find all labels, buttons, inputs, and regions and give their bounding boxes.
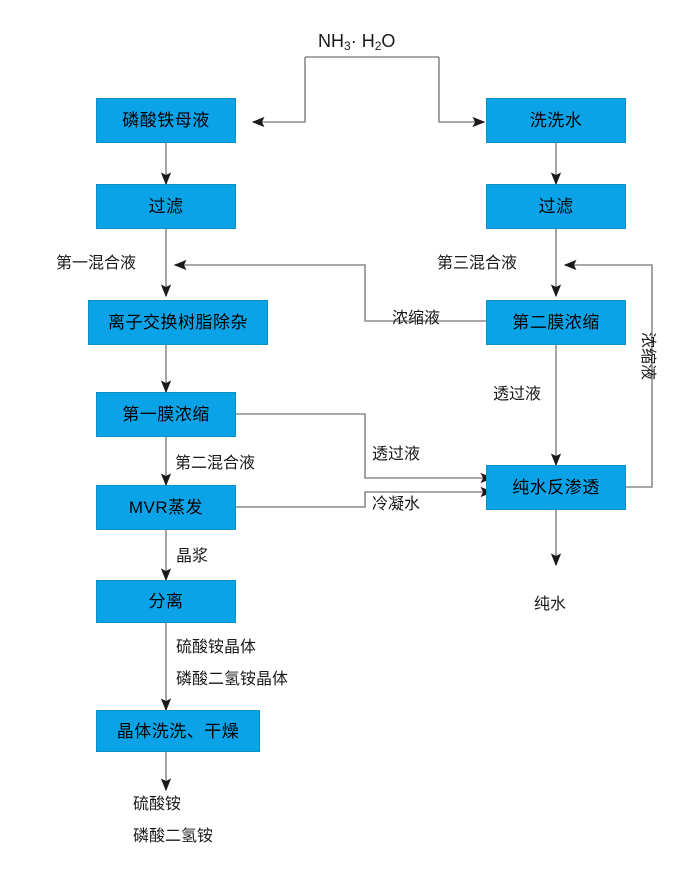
node-label: 晶体洗洗、干燥 bbox=[116, 721, 240, 741]
edge-label-permeate-right: 透过液 bbox=[493, 386, 542, 403]
output-label-ammonium-sulfate: 硫酸铵 bbox=[133, 796, 182, 813]
formula-sub-2: 2 bbox=[374, 39, 382, 53]
node-pure-water-reverse-osmosis[interactable]: 纯水反渗透 bbox=[486, 465, 626, 510]
edge-label-concentrate-left: 浓缩液 bbox=[392, 310, 441, 327]
edge-ammonia-to-washing-water bbox=[438, 57, 486, 128]
edge-label-crystal-slurry: 晶浆 bbox=[176, 548, 209, 565]
node-first-membrane-concentration[interactable]: 第一膜浓缩 bbox=[96, 392, 236, 437]
formula-h: H bbox=[356, 31, 375, 51]
edge-first-membrane-permeate-to-ro bbox=[236, 413, 494, 484]
edge-ro-concentrate-to-third-mixed bbox=[563, 259, 653, 488]
node-ion-exchange-resin-impurity-removal[interactable]: 离子交换树脂除杂 bbox=[88, 300, 268, 345]
node-label: 第二膜浓缩 bbox=[512, 313, 600, 332]
node-label: 离子交换树脂除杂 bbox=[108, 313, 248, 332]
edge-label-third-mixed-liquor: 第三混合液 bbox=[437, 255, 518, 272]
node-label: 纯水反渗透 bbox=[512, 478, 600, 497]
node-label: 分离 bbox=[148, 592, 184, 611]
edge-label-permeate-mid: 透过液 bbox=[372, 446, 421, 463]
formula-nh: NH bbox=[318, 31, 344, 51]
output-label-pure-water: 纯水 bbox=[534, 596, 567, 613]
edge-label-ammonium-sulfate-crystal: 硫酸铵晶体 bbox=[176, 639, 257, 656]
node-second-membrane-concentration[interactable]: 第二膜浓缩 bbox=[486, 300, 626, 345]
edge-label-first-mixed-liquor: 第一混合液 bbox=[56, 255, 137, 272]
node-label: MVR蒸发 bbox=[128, 498, 204, 517]
edge-second-membrane-concentrate-to-first-mixed bbox=[173, 259, 486, 322]
node-label: 过滤 bbox=[148, 197, 184, 216]
edge-label-second-mixed-liquor: 第二混合液 bbox=[175, 455, 256, 472]
ammonia-feed-label: NH3· H2O bbox=[318, 31, 396, 53]
node-separation[interactable]: 分离 bbox=[96, 580, 236, 623]
formula-sub-3: 3 bbox=[344, 39, 351, 53]
edge-mvr-condensate-to-ro bbox=[236, 486, 494, 508]
edge-label-monoammonium-phosphate-crystal: 磷酸二氢铵晶体 bbox=[176, 671, 289, 688]
node-label: 过滤 bbox=[538, 197, 574, 216]
node-ferric-phosphate-mother-liquor[interactable]: 磷酸铁母液 bbox=[96, 98, 236, 143]
node-label: 洗洗水 bbox=[529, 111, 583, 130]
node-washing-water[interactable]: 洗洗水 bbox=[486, 98, 626, 143]
edge-label-condensate: 冷凝水 bbox=[372, 496, 421, 513]
node-mvr-evaporation[interactable]: MVR蒸发 bbox=[96, 485, 236, 530]
output-label-monoammonium-phosphate: 磷酸二氢铵 bbox=[133, 828, 214, 845]
edge-ammonia-to-mother-liquor bbox=[251, 57, 306, 128]
node-label: 磷酸铁母液 bbox=[122, 111, 210, 130]
edge-label-concentrate-vertical: 浓缩液 bbox=[639, 332, 656, 381]
formula-o: O bbox=[381, 31, 396, 51]
formula-middot: · bbox=[350, 31, 357, 51]
node-filtration-left[interactable]: 过滤 bbox=[96, 184, 236, 229]
node-label: 第一膜浓缩 bbox=[122, 405, 210, 424]
node-crystal-washing-drying[interactable]: 晶体洗洗、干燥 bbox=[96, 710, 260, 752]
node-filtration-right[interactable]: 过滤 bbox=[486, 184, 626, 229]
